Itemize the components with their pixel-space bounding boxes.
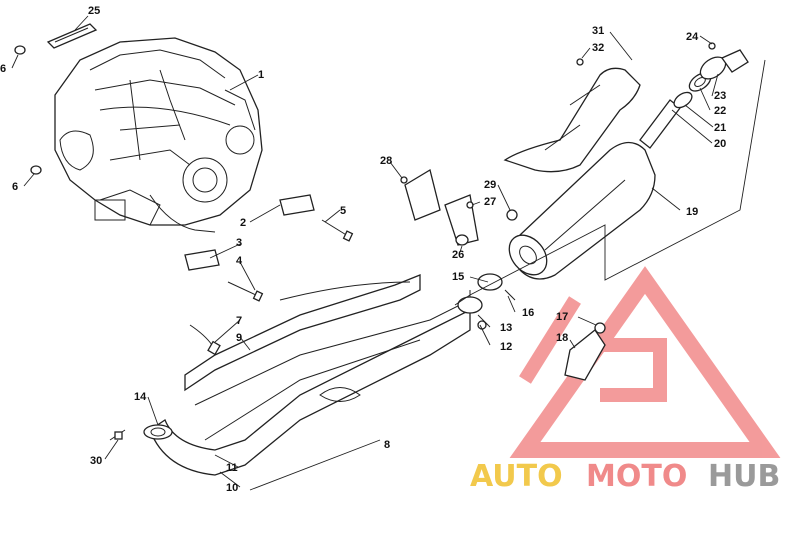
callout-25: 25: [88, 5, 100, 17]
watermark-hub: HUB: [708, 459, 780, 494]
callout-17: 17: [556, 311, 568, 323]
decal-label-part: [46, 23, 98, 49]
callout-1: 1: [258, 69, 264, 81]
callout-20: 20: [714, 138, 726, 150]
callout-4: 4: [236, 255, 243, 267]
callout-6-top: 6: [0, 63, 6, 75]
watermark-moto: MOTO: [586, 459, 687, 494]
callout-9: 9: [236, 332, 242, 344]
flange-gasket-part: [109, 424, 173, 441]
heat-shield-part: [503, 58, 641, 173]
callout-28: 28: [380, 155, 392, 167]
callout-30: 30: [90, 455, 102, 467]
callout-26: 26: [452, 249, 464, 261]
watermark-logo-icon: [509, 266, 781, 458]
callout-2: 2: [240, 217, 246, 229]
spark-arrestor-parts: [639, 42, 749, 149]
callout-10: 10: [226, 482, 238, 494]
watermark-auto: AUTO: [470, 459, 563, 494]
callout-24: 24: [686, 31, 699, 43]
callout-7: 7: [236, 315, 242, 327]
muffler-assembly: [508, 141, 656, 280]
oxygen-sensor-part: [189, 324, 221, 356]
callout-5: 5: [340, 205, 346, 217]
callout-32: 32: [592, 42, 604, 54]
callout-11: 11: [226, 462, 238, 474]
callout-22: 22: [714, 105, 726, 117]
engine-pipe: [149, 194, 216, 233]
nut-part: [14, 45, 42, 175]
muffler-bracket-part: [564, 322, 606, 381]
callout-14: 14: [134, 391, 147, 403]
callout-27: 27: [484, 196, 496, 208]
callout-15: 15: [452, 271, 464, 283]
header-pipe-assembly: [149, 274, 471, 476]
callout-3: 3: [236, 237, 242, 249]
callout-18: 18: [556, 332, 568, 344]
callout-8: 8: [384, 439, 390, 451]
callout-31: 31: [592, 25, 604, 37]
pipe-clamps: [457, 273, 516, 330]
callout-21: 21: [714, 122, 726, 134]
engine-assembly: [54, 37, 263, 226]
leader-lines: [11, 15, 766, 491]
callout-labels: 25 1 6 6 2 5 3 4 7 9 8 10 11 12 13 14 30…: [0, 5, 726, 494]
mount-sleeves: [184, 194, 354, 302]
watermark-text: AUTO MOTO HUB: [470, 459, 780, 494]
mounting-bracket-part: [400, 168, 518, 246]
callout-19: 19: [686, 206, 698, 218]
callout-13: 13: [500, 322, 512, 334]
callout-12: 12: [500, 341, 512, 353]
callout-29: 29: [484, 179, 496, 191]
callout-23: 23: [714, 90, 726, 102]
callout-16: 16: [522, 307, 534, 319]
callout-6-bottom: 6: [12, 181, 18, 193]
